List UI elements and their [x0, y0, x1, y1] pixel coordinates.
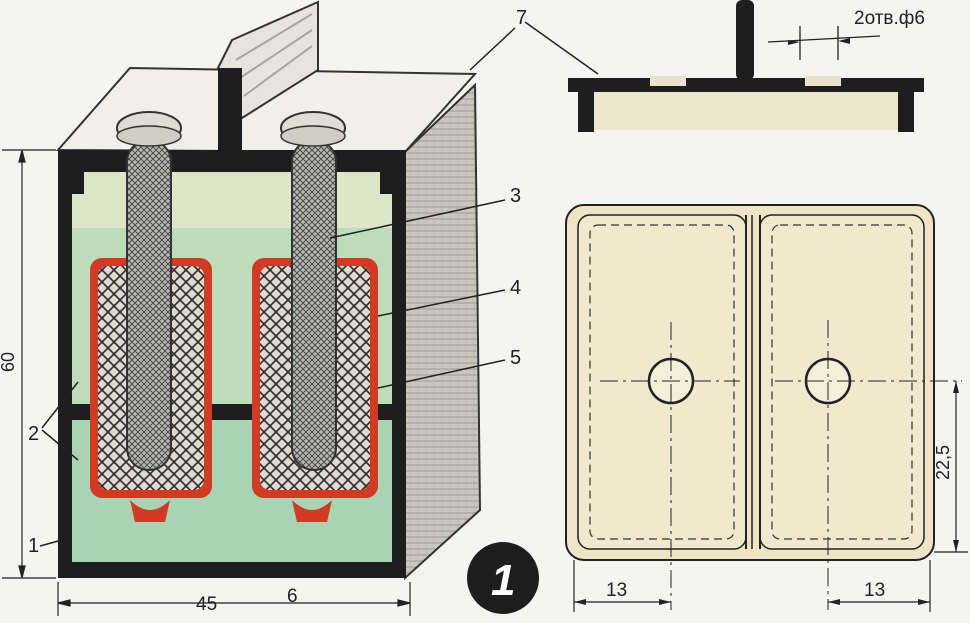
air-gap-under-lid [72, 172, 392, 228]
cell-dimensions [2, 149, 411, 616]
lid-section-view [568, 0, 924, 132]
figure-number-badge [467, 542, 539, 614]
lid-fill [594, 92, 898, 130]
dim-right-13: 13 [864, 580, 885, 601]
label-1: 1 [28, 535, 39, 557]
dim-height-22-5: 22,5 [933, 445, 953, 480]
lid-hole-right [805, 76, 841, 86]
lid-stem [218, 68, 242, 172]
lid-hole-left [650, 76, 686, 86]
dim-height-60: 60 [0, 352, 18, 372]
dim-left-13: 13 [606, 580, 627, 601]
label-3: 3 [510, 185, 521, 207]
callout-leaders [39, 21, 599, 547]
label-7: 7 [516, 7, 527, 29]
left-electrode [90, 111, 212, 522]
lid-plate [568, 78, 924, 92]
label-2: 2 [28, 423, 39, 445]
right-electrode [252, 111, 378, 522]
cell-cross-section [39, 0, 599, 581]
figure-number: 1 [491, 556, 515, 605]
dim-thickness-6: 6 [287, 586, 298, 607]
plate-plan-view [565, 204, 968, 612]
label-5: 5 [510, 347, 521, 369]
cell-side-face [404, 82, 482, 581]
dim-width-45: 45 [196, 594, 217, 615]
label-4: 4 [510, 277, 521, 299]
dim-holes: 2отв.ф6 [854, 8, 925, 29]
